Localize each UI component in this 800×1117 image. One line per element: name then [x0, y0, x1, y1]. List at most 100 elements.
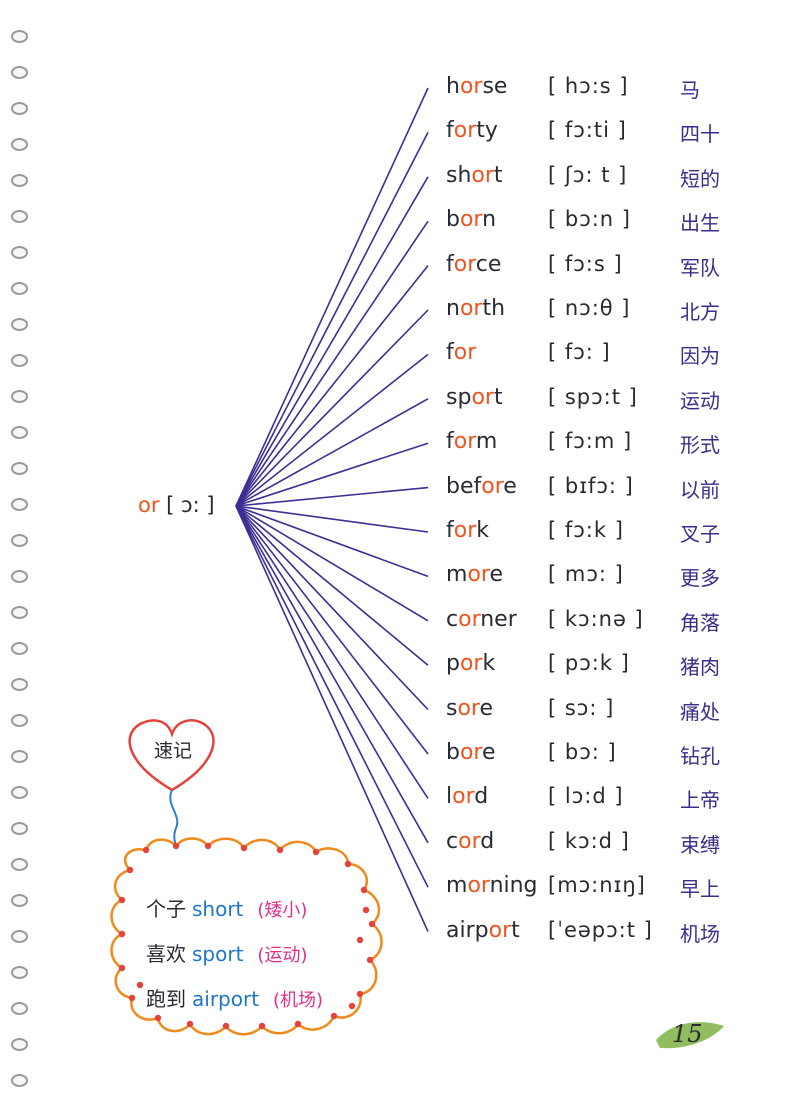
- word-spelling: born: [446, 207, 496, 232]
- word-part: c: [446, 828, 459, 854]
- cloud-dot: [312, 848, 320, 856]
- word-row: lord[ lɔ:d ]上帝: [0, 784, 800, 820]
- word-spelling: before: [446, 474, 517, 499]
- word-highlight: or: [459, 740, 482, 765]
- word-spelling: north: [446, 296, 505, 321]
- word-part: b: [446, 207, 460, 233]
- word-row: born[ bɔ:n ]出生: [0, 207, 800, 243]
- connector-line: [235, 265, 429, 507]
- memo-chinese: 喜欢: [146, 942, 186, 966]
- cloud-dot: [348, 1002, 356, 1010]
- word-highlight: or: [453, 518, 477, 543]
- memo-english: sport: [192, 942, 244, 966]
- word-highlight: or: [459, 207, 483, 233]
- word-ipa: [ hɔ:s ]: [548, 74, 629, 98]
- cloud-dot: [222, 1022, 230, 1030]
- word-row: before[ bɪfɔ: ]以前: [0, 474, 800, 510]
- word-highlight: or: [453, 251, 476, 277]
- hub-label: or [ ɔ: ]: [138, 493, 215, 517]
- word-spelling: sore: [446, 696, 493, 721]
- word-meaning: 上帝: [680, 788, 720, 813]
- word-part: ner: [480, 606, 517, 632]
- word-meaning: 钻孔: [680, 744, 720, 768]
- connector-line: [235, 505, 429, 533]
- word-part: f: [446, 118, 454, 144]
- word-spelling: force: [446, 252, 501, 277]
- word-highlight: or: [467, 873, 490, 899]
- word-part: airp: [446, 917, 489, 943]
- binding-ring: [11, 894, 28, 907]
- cloud-dot: [360, 886, 368, 894]
- connector-line: [235, 505, 429, 578]
- binding-ring: [11, 750, 28, 763]
- connector-line: [235, 132, 429, 507]
- word-part: h: [446, 74, 460, 99]
- cloud-dot: [154, 1014, 162, 1022]
- hub-spelling: or: [138, 493, 160, 517]
- word-highlight: or: [452, 784, 475, 810]
- word-part: e: [503, 473, 517, 499]
- word-meaning: 叉子: [680, 522, 720, 546]
- word-part: se: [482, 74, 508, 99]
- binding-ring: [11, 174, 28, 187]
- cloud-dot: [362, 906, 370, 914]
- binding-ring: [11, 714, 28, 727]
- binding-ring: [11, 930, 28, 943]
- word-part: d: [480, 828, 495, 854]
- word-part: f: [446, 429, 454, 455]
- cloud-dots: [118, 842, 376, 1030]
- cloud-dot: [366, 956, 374, 964]
- word-row: fork[ fɔ:k ]叉子: [0, 518, 800, 554]
- word-ipa: [ mɔ: ]: [548, 562, 624, 587]
- word-row: morning[mɔ:nɪŋ]早上: [0, 873, 800, 909]
- connector-line: [235, 505, 429, 844]
- word-part: e: [482, 740, 496, 765]
- word-row: more[ mɔ: ]更多: [0, 562, 800, 598]
- word-ipa: [ kɔ:d ]: [548, 828, 630, 853]
- word-part: ty: [476, 118, 498, 144]
- binding-ring: [11, 282, 28, 295]
- cloud-dot: [118, 896, 126, 904]
- word-row: sore[ sɔ: ]痛处: [0, 696, 800, 732]
- word-meaning: 北方: [680, 300, 720, 324]
- word-part: ning: [489, 873, 538, 899]
- word-highlight: or: [481, 473, 504, 499]
- word-ipa: [ fɔ:ti ]: [548, 118, 627, 143]
- memo-chinese: 个子: [146, 897, 186, 921]
- cloud-dot: [294, 1020, 302, 1028]
- connector-line: [235, 505, 429, 711]
- binding-ring: [11, 426, 28, 439]
- cloud-dot: [126, 866, 134, 874]
- word-spelling: horse: [446, 74, 507, 99]
- word-meaning: 军队: [680, 255, 720, 280]
- word-part: t: [493, 162, 503, 188]
- binding-ring: [11, 210, 28, 223]
- binding-ring: [11, 570, 28, 583]
- word-part: k: [482, 651, 496, 677]
- word-part: m: [446, 562, 468, 588]
- word-meaning: 因为: [680, 344, 720, 369]
- word-highlight: or: [488, 917, 512, 943]
- word-part: f: [446, 251, 454, 277]
- word-row: cord[ kɔ:d ]束缚: [0, 829, 800, 865]
- binding-ring: [11, 462, 28, 475]
- word-part: n: [446, 296, 460, 321]
- word-meaning: 运动: [680, 388, 720, 413]
- binding-ring: [11, 822, 28, 835]
- word-part: l: [446, 784, 453, 810]
- word-row: bore[ bɔ: ]钻孔: [0, 740, 800, 776]
- word-row: for[ fɔ: ]因为: [0, 340, 800, 376]
- memo-english: airport: [192, 987, 260, 1011]
- word-row: form[ fɔ:m ]形式: [0, 429, 800, 465]
- binding-ring: [11, 606, 28, 619]
- word-part: f: [446, 518, 454, 543]
- cloud-dot: [368, 920, 376, 928]
- word-row: pork[ pɔ:k ]猪肉: [0, 651, 800, 687]
- word-spelling: short: [446, 163, 503, 188]
- word-part: sp: [446, 384, 472, 410]
- word-row: horse[ hɔ:s ]马: [0, 74, 800, 110]
- word-highlight: or: [459, 74, 483, 99]
- word-highlight: or: [471, 384, 494, 410]
